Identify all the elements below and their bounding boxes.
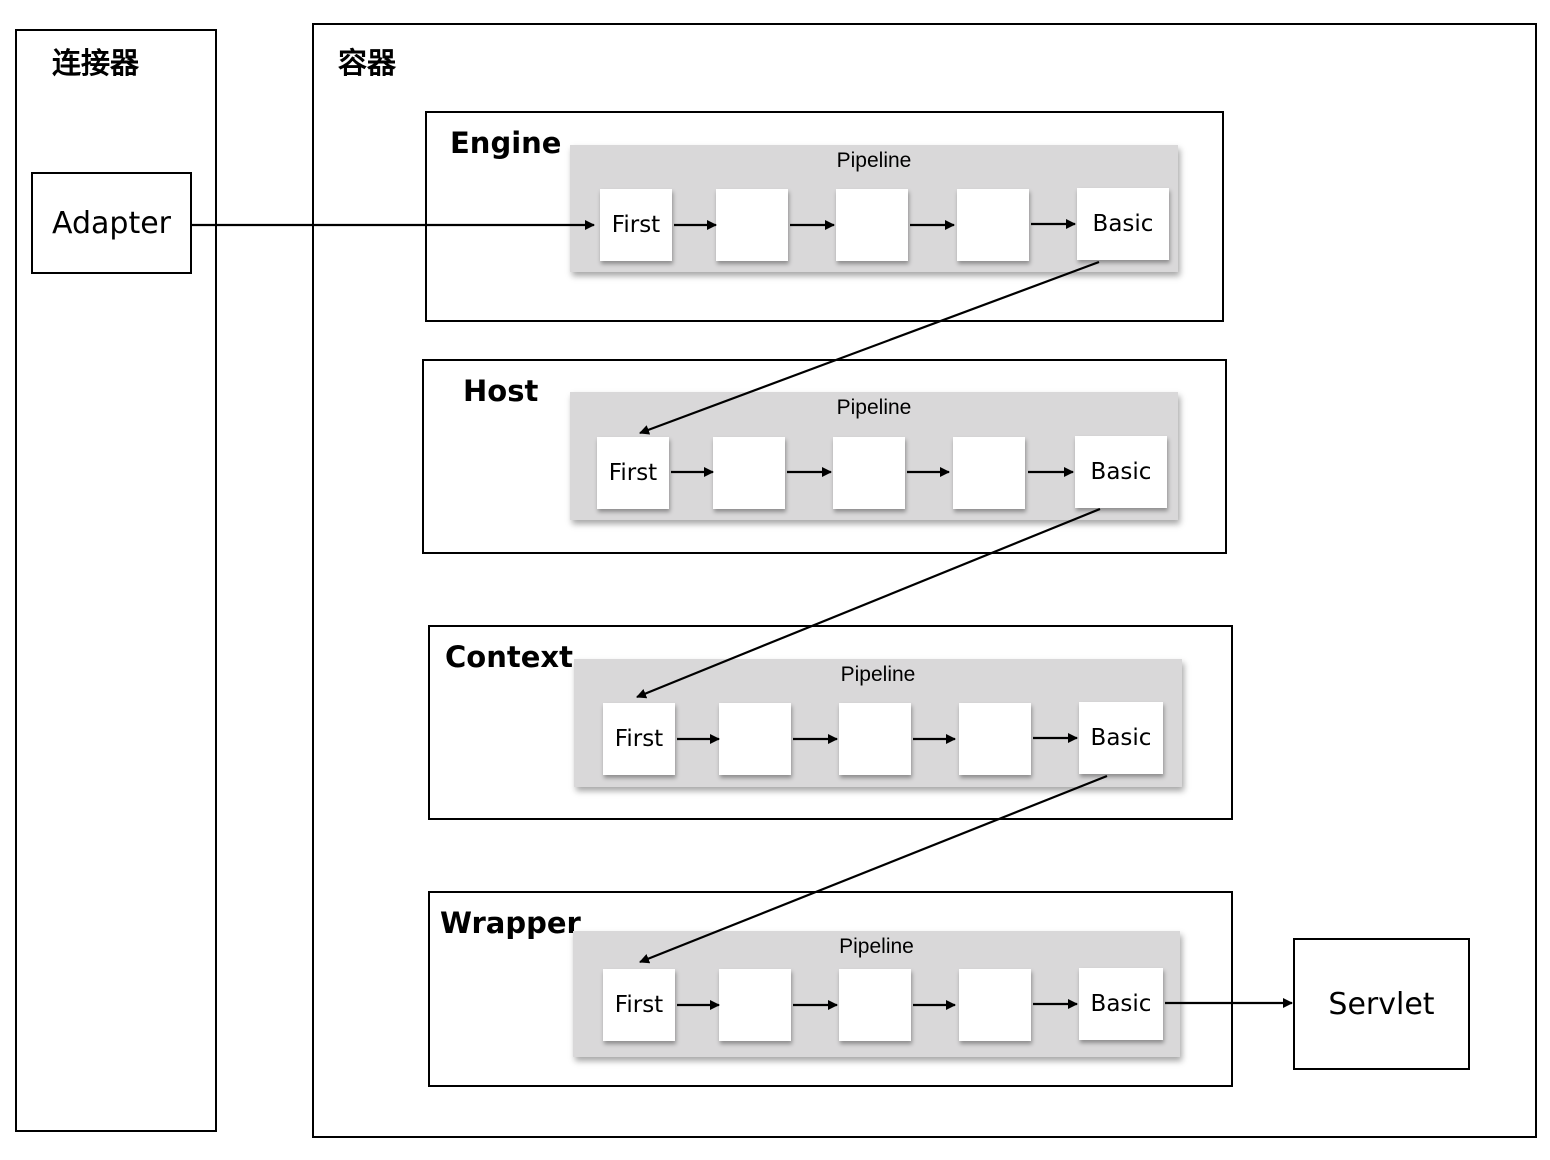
engine-pipeline: Pipeline First Basic bbox=[570, 145, 1178, 272]
adapter-label: Adapter bbox=[51, 205, 172, 241]
host-pipeline-label: Pipeline bbox=[836, 396, 912, 419]
context-valve bbox=[719, 703, 791, 775]
connector-title: 连接器 bbox=[52, 46, 140, 80]
connector-panel bbox=[15, 29, 217, 1132]
host-basic-label: Basic bbox=[1090, 459, 1152, 485]
context-box bbox=[428, 625, 1233, 820]
host-valve bbox=[713, 437, 785, 509]
engine-basic-valve: Basic bbox=[1077, 188, 1169, 260]
engine-basic-label: Basic bbox=[1092, 211, 1154, 237]
host-first-label: First bbox=[608, 460, 658, 486]
engine-valve bbox=[957, 189, 1029, 261]
arrow-context-to-wrapper bbox=[639, 774, 1108, 964]
wrapper-pipeline: Pipeline First Basic bbox=[573, 931, 1180, 1057]
wrapper-valve bbox=[719, 969, 791, 1041]
context-basic-valve: Basic bbox=[1079, 702, 1163, 774]
wrapper-pipeline-label: Pipeline bbox=[839, 935, 914, 958]
arrow-host-to-context bbox=[636, 507, 1101, 699]
container-title: 容器 bbox=[338, 46, 397, 80]
host-valve bbox=[953, 437, 1025, 509]
wrapper-title: Wrapper bbox=[440, 906, 581, 940]
host-box bbox=[422, 359, 1227, 554]
engine-valve bbox=[716, 189, 788, 261]
wrapper-first-valve: First bbox=[603, 969, 675, 1041]
wrapper-valve bbox=[959, 969, 1031, 1041]
wrapper-valve bbox=[839, 969, 911, 1041]
engine-title: Engine bbox=[450, 126, 562, 160]
servlet-box: Servlet bbox=[1293, 938, 1470, 1070]
context-title: Context bbox=[445, 640, 573, 674]
engine-first-label: First bbox=[611, 212, 661, 238]
host-title: Host bbox=[463, 374, 539, 408]
context-pipeline: Pipeline First Basic bbox=[574, 659, 1182, 787]
context-first-label: First bbox=[614, 726, 664, 752]
context-pipeline-label: Pipeline bbox=[840, 663, 916, 686]
wrapper-box bbox=[428, 891, 1233, 1087]
wrapper-first-label: First bbox=[614, 992, 664, 1018]
host-first-valve: First bbox=[597, 437, 669, 509]
wrapper-basic-valve: Basic bbox=[1079, 968, 1163, 1040]
context-basic-label: Basic bbox=[1090, 725, 1152, 751]
host-valve bbox=[833, 437, 905, 509]
container-panel bbox=[312, 23, 1537, 1138]
engine-pipeline-label: Pipeline bbox=[836, 149, 912, 172]
context-first-valve: First bbox=[603, 703, 675, 775]
context-valve bbox=[959, 703, 1031, 775]
servlet-label: Servlet bbox=[1328, 986, 1435, 1022]
engine-box bbox=[425, 111, 1224, 322]
context-valve bbox=[839, 703, 911, 775]
host-pipeline: Pipeline First Basic bbox=[570, 392, 1178, 520]
wrapper-basic-label: Basic bbox=[1090, 991, 1152, 1017]
engine-first-valve: First bbox=[600, 189, 672, 261]
adapter-box: Adapter bbox=[31, 172, 192, 274]
engine-valve bbox=[836, 189, 908, 261]
arrow-engine-to-host bbox=[639, 260, 1100, 435]
host-basic-valve: Basic bbox=[1075, 436, 1167, 508]
